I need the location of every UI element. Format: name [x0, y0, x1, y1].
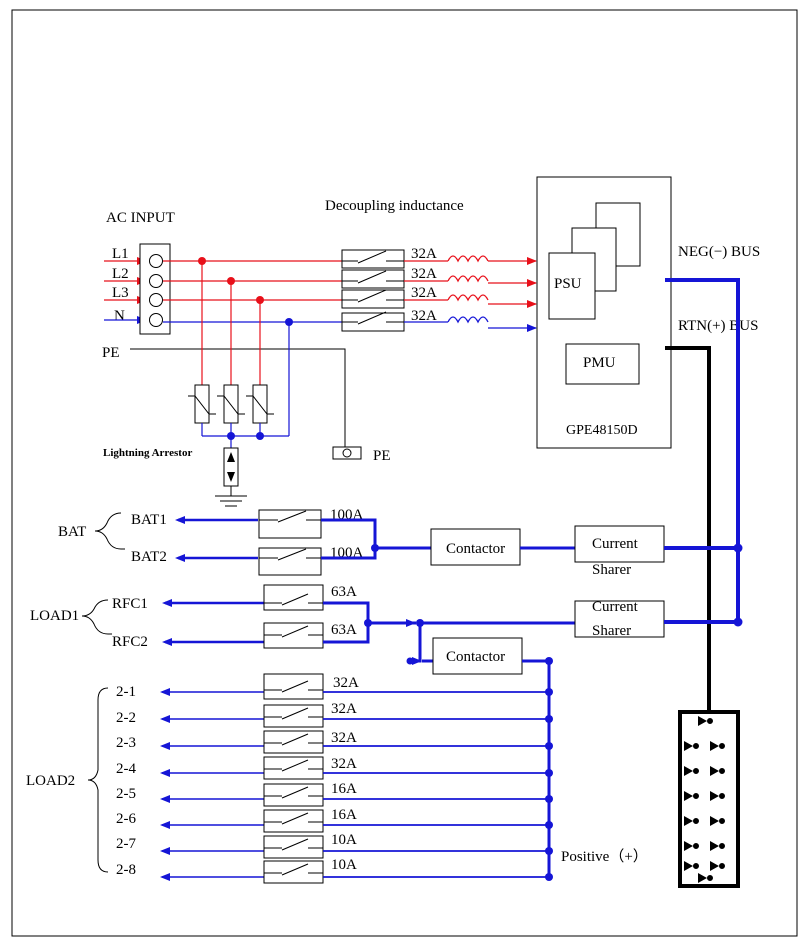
- load2-row-6: 2-6 16A: [116, 807, 553, 833]
- load2-rating-8: 10A: [331, 857, 357, 873]
- pe-label: PE: [102, 345, 120, 361]
- ac-breaker-rating-3: 32A: [411, 285, 437, 301]
- rectifier-system: PSU PMU GPE48150D: [536, 176, 672, 449]
- pmu-label: PMU: [583, 355, 616, 371]
- load2-row-1: 2-1 32A: [116, 673, 553, 700]
- rfc1-label: RFC1: [112, 596, 148, 612]
- phase-labels: L1 L2 L3 N: [112, 246, 129, 324]
- ac-breaker-rating-1: 32A: [411, 246, 437, 262]
- phase-label-l1: L1: [112, 246, 129, 262]
- rfc1-rating: 63A: [331, 584, 357, 600]
- load2-row-8: 2-8 10A: [116, 857, 553, 884]
- load2-rating-1: 32A: [333, 675, 359, 691]
- rfc-breaker-2: [263, 622, 324, 649]
- ac-breakers: 32A 32A 32A 32A: [341, 246, 437, 332]
- bat-breaker-2: [258, 547, 322, 576]
- pe-wire: PE PE: [102, 345, 391, 464]
- load2-row-7: 2-7 10A: [116, 832, 553, 859]
- load2-item-8: 2-8: [116, 862, 136, 878]
- decoupling-label: Decoupling inductance: [325, 198, 464, 214]
- positive-label: Positive（+）: [561, 848, 648, 865]
- load2-group-label: LOAD2: [26, 773, 75, 789]
- current-sharer-2: [574, 600, 665, 638]
- load2-item-5: 2-5: [116, 786, 136, 802]
- ac-breaker-3: [341, 289, 405, 309]
- current-sharer-1-line2: Sharer: [592, 562, 631, 578]
- busbar-terminals: [684, 716, 725, 883]
- pe-ground-label: PE: [373, 448, 391, 464]
- neg-bus-label: NEG(−) BUS: [678, 244, 760, 260]
- terminal-block: [139, 243, 171, 335]
- model-label: GPE48150D: [566, 423, 638, 438]
- ac-breaker-rating-4: 32A: [411, 308, 437, 324]
- decoupling-inductors: [404, 255, 537, 332]
- load2-item-1: 2-1: [116, 684, 136, 700]
- gas-discharge-tube: [215, 447, 247, 507]
- current-sharer-2-line1: Current: [592, 599, 639, 615]
- bat-section: BAT BAT1 BAT2 100A 100A Contactor C: [58, 507, 743, 578]
- load2-item-6: 2-6: [116, 811, 136, 827]
- load1-group-label: LOAD1: [30, 608, 79, 624]
- phase-input-arrows: [104, 257, 147, 324]
- pmu-module: [565, 343, 640, 385]
- current-sharer-2-line2: Sharer: [592, 623, 631, 639]
- lightning-arrestor-varistors: [188, 384, 289, 448]
- rtn-bus: [665, 346, 711, 712]
- contactor-1: [430, 528, 521, 566]
- rfc-breaker-1: [263, 584, 324, 611]
- phase-label-n: N: [114, 308, 125, 324]
- phase-label-l2: L2: [112, 266, 129, 282]
- psu-label: PSU: [554, 276, 582, 292]
- load2-rating-7: 10A: [331, 832, 357, 848]
- load2-rating-5: 16A: [331, 781, 357, 797]
- load2-rating-6: 16A: [331, 807, 357, 823]
- arrestor-drops: [201, 261, 290, 436]
- load2-row-2: 2-2 32A: [116, 701, 553, 728]
- positive-busbar: [678, 710, 740, 888]
- lightning-arrestor-label: Lightning Arrestor: [103, 447, 192, 459]
- contactor-1-label: Contactor: [446, 541, 505, 557]
- contactor-2-label: Contactor: [446, 649, 505, 665]
- load2-item-3: 2-3: [116, 735, 136, 751]
- load2-rating-3: 32A: [331, 730, 357, 746]
- load2-row-3: 2-3 32A: [116, 730, 553, 754]
- bat1-label: BAT1: [131, 512, 167, 528]
- load2-section: LOAD2 Positive（+） 2-1 32A 2-2 32A: [26, 657, 648, 884]
- load1-section: LOAD1 RFC1 RFC2 63A 63A: [30, 584, 743, 675]
- current-sharer-1-line1: Current: [592, 536, 639, 552]
- phase-wires: [163, 257, 342, 326]
- phase-label-l3: L3: [112, 285, 129, 301]
- ac-breaker-rating-2: 32A: [411, 266, 437, 282]
- bat-group-label: BAT: [58, 524, 86, 540]
- psu-module: [548, 252, 596, 320]
- load2-item-2: 2-2: [116, 710, 136, 726]
- load2-rating-2: 32A: [331, 701, 357, 717]
- contactor-2: [432, 637, 523, 675]
- diagram-frame: [11, 9, 798, 937]
- rfc2-rating: 63A: [331, 622, 357, 638]
- load2-row-4: 2-4 32A: [116, 756, 553, 780]
- load2-rating-4: 32A: [331, 756, 357, 772]
- load2-item-4: 2-4: [116, 761, 136, 777]
- current-sharer-1: [574, 525, 665, 563]
- ac-breaker-1: [341, 249, 405, 269]
- rtn-bus-label: RTN(+) BUS: [678, 318, 758, 334]
- bat2-label: BAT2: [131, 549, 167, 565]
- load2-row-5: 2-5 16A: [116, 781, 553, 807]
- ac-breaker-2: [341, 269, 405, 289]
- load2-item-7: 2-7: [116, 836, 136, 852]
- neg-bus: [665, 278, 740, 622]
- ac-breaker-4: [341, 311, 405, 332]
- ac-input-label: AC INPUT: [106, 210, 175, 226]
- bat-breaker-1: [258, 509, 322, 539]
- rfc2-label: RFC2: [112, 634, 148, 650]
